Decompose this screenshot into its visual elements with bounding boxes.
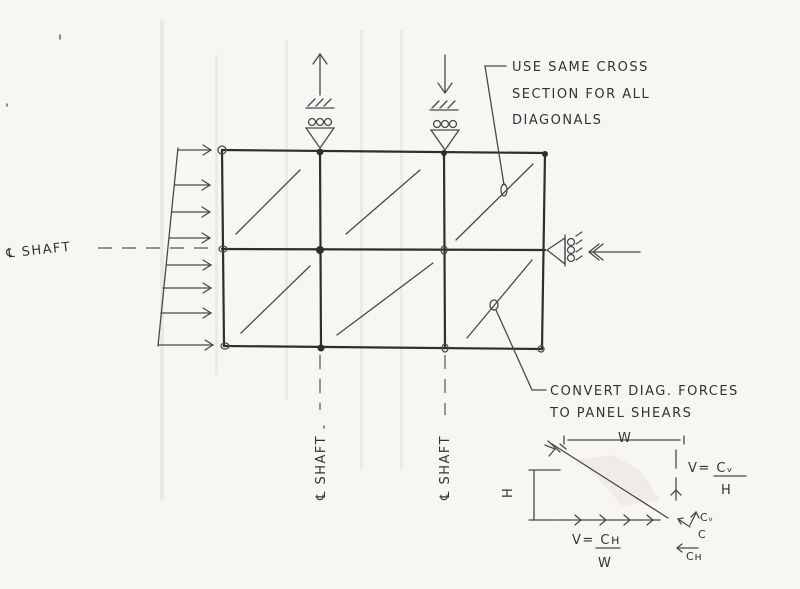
note-diagonals-line-3: DIAGONALS [512,113,602,128]
shear-right-denominator: H [721,483,732,498]
load-arrow [171,206,212,218]
detail-width-label: W [618,431,632,446]
note-convert: CONVERT DIAG. FORCES TO PANEL SHEARS [489,299,739,421]
centerline-bottom-b-label: ℄ SHAFT [438,435,453,501]
shear-bottom-numerator: V= Cʜ [572,533,621,548]
load-arrow [177,144,213,156]
load-arrow [174,179,212,191]
bleed-through-texture [160,20,403,500]
centerline-left-label: ℄ SHAFT [5,240,72,262]
note-diagonals: USE SAME CROSS SECTION FOR ALL DIAGONALS [484,60,650,197]
shear-right-numerator: V= Cᵥ [688,461,734,476]
shear-bottom-denominator: W [598,556,612,571]
truss-nodes [217,145,548,353]
ch-label: Cʜ [686,550,702,563]
c-label: C [698,528,706,541]
cv-label: Cᵥ [700,511,714,524]
note-diagonals-line-2: SECTION FOR ALL [512,87,650,102]
load-arrow [160,307,213,319]
support-lateral [545,231,641,267]
distributed-load [157,144,215,351]
panel-shear-detail: W H V= Cᵥ H Cᵥ C Cʜ V= Cʜ W [501,431,747,571]
load-arrow [165,259,213,271]
load-arrow [168,232,212,244]
load-arrow [157,339,215,351]
truss-diagonals [235,163,534,339]
truss-frame [220,148,547,351]
detail-height-label: H [501,487,516,498]
centerline-bottom-a-label: ℄ SHAFT [314,435,329,501]
note-diagonals-line-1: USE SAME CROSS [512,60,649,75]
load-arrow [162,282,213,294]
note-convert-line-2: TO PANEL SHEARS [549,406,692,421]
note-convert-line-1: CONVERT DIAG. FORCES [550,384,739,399]
support-left [304,52,336,150]
support-right [429,54,461,152]
